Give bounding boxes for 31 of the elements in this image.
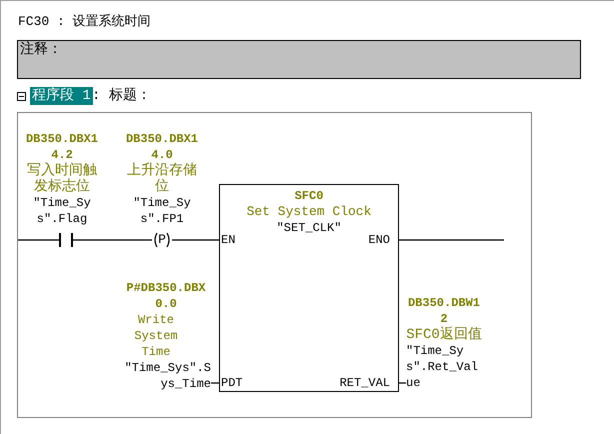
block-symbol: "SET_CLK" — [276, 220, 342, 236]
network-number: 程序段 1 — [30, 87, 93, 105]
block-description: Set System Clock — [246, 204, 372, 220]
pin-label: ENO — [367, 232, 390, 248]
operand-address: DB350.DBX14.2 — [25, 131, 99, 162]
pin-label: RET_VAL — [338, 375, 390, 391]
contact-symbol — [59, 233, 73, 247]
operand-comment: SFC0返回值 — [406, 327, 482, 343]
block-number: SFC0 — [294, 188, 324, 204]
operand-comment: 上升沿存储位 — [126, 163, 198, 195]
pin-label: EN — [221, 232, 236, 248]
wire — [172, 239, 219, 241]
operand-symbol: "Time_Sys".Flag — [32, 195, 92, 227]
comment-box — [17, 40, 581, 79]
operand-symbol: "Time_Sys".Ret_Value — [406, 343, 480, 391]
block-title-text: FC30 : 设置系统时间 — [18, 13, 151, 30]
pin-label: PDT — [221, 375, 244, 391]
operand-comment: 写入时间触发标志位 — [26, 163, 98, 195]
operand-address: P#DB350.DBX0.0 — [125, 280, 207, 312]
wire — [399, 239, 504, 241]
function-block — [219, 184, 399, 392]
operand-symbol: "Time_Sys".FP1 — [132, 195, 192, 227]
wire — [18, 239, 59, 241]
operand-address: DB350.DBW12 — [406, 295, 481, 326]
network-frame — [17, 112, 532, 418]
operand-address: DB350.DBX14.0 — [124, 131, 199, 162]
operand-comment: Write System Time — [133, 312, 179, 360]
wire — [73, 239, 152, 241]
network-heading: : 标题： — [92, 87, 151, 105]
comment-label: 注释： — [19, 41, 63, 59]
operand-symbol: "Time_Sys".Sys_Time — [124, 360, 211, 392]
